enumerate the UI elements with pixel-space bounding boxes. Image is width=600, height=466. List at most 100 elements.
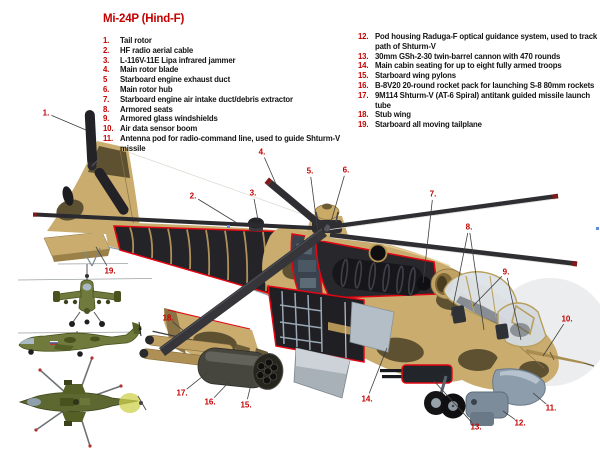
legend-item-number: 3. xyxy=(103,55,110,65)
legend-item: 3. L-116V-11E Lipa infrared jammer xyxy=(103,56,355,66)
legend-item-text: Main rotor hub xyxy=(120,84,173,94)
callout-8: 8. xyxy=(465,222,473,232)
legend-item-number: 11. xyxy=(103,133,113,143)
blue-marker xyxy=(596,227,599,230)
callout-5: 5. xyxy=(306,166,314,176)
legend-item: 9. Armored glass windshields xyxy=(103,114,355,124)
tailplane xyxy=(43,231,111,267)
callout-12: 12. xyxy=(514,418,526,428)
callout-14: 14. xyxy=(361,394,373,404)
legend-item-text: Starboard all moving tailplane xyxy=(375,120,482,130)
engine-exhaust-duct xyxy=(368,243,388,263)
legend-item: 18. Stub wing xyxy=(358,110,598,120)
legend-item-number: 15. xyxy=(358,71,369,81)
legend-item-number: 10. xyxy=(103,124,114,134)
page-title: Mi-24P (Hind-F) xyxy=(103,13,185,25)
legend-right: 12. Pod housing Raduga-F optical guidanc… xyxy=(358,32,598,130)
callout-16: 16. xyxy=(204,397,216,407)
pilot-seat xyxy=(451,305,467,324)
legend-item-text: Air data sensor boom xyxy=(120,124,198,134)
legend-item: 8. Armored seats xyxy=(103,105,355,115)
blue-marker xyxy=(227,225,230,228)
legend-item: 6. Main rotor hub xyxy=(103,85,355,95)
legend-item: 11. Antenna pod for radio-command line, … xyxy=(103,134,355,154)
legend-left: 1. Tail rotor 2. HF radio aerial cable 3… xyxy=(103,36,355,154)
legend-item-text: Main rotor blade xyxy=(120,65,179,75)
gunner-seat xyxy=(495,323,509,340)
legend-item: 10. Air data sensor boom xyxy=(103,124,355,134)
callout-7: 7. xyxy=(429,189,437,199)
legend-item-number: 16. xyxy=(358,80,369,90)
callout-1: 1. xyxy=(42,108,50,118)
legend-item-text: 9M114 Shturm-V (AT-6 Spiral) antitank gu… xyxy=(375,90,590,110)
legend-item-text: B-8V20 20-round rocket pack for launchin… xyxy=(375,80,595,90)
legend-item-number: 8. xyxy=(103,104,110,114)
legend-item: 14. Main cabin seating for up to eight f… xyxy=(358,61,598,71)
legend-item-number: 13. xyxy=(358,51,369,61)
legend-item-number: 4. xyxy=(103,65,110,75)
tail-rotor xyxy=(62,110,129,215)
legend-item: 15. Starboard wing pylons xyxy=(358,71,598,81)
side-view-thumbnail xyxy=(17,321,142,357)
legend-item: 4. Main rotor blade xyxy=(103,65,355,75)
callout-6: 6. xyxy=(342,165,350,175)
legend-item-text: Starboard engine air intake duct/debris … xyxy=(120,94,293,104)
cockpit-canopies xyxy=(443,271,547,348)
front-view-thumbnail xyxy=(17,263,153,327)
callout-11: 11. xyxy=(545,403,557,413)
legend-item-text: Main cabin seating for up to eight fully… xyxy=(375,61,562,71)
legend-item-text: Armored seats xyxy=(120,104,173,114)
callout-13: 13. xyxy=(470,422,482,432)
air-data-boom xyxy=(526,349,595,367)
legend-item-number: 12. xyxy=(358,32,369,41)
legend-item: 16. B-8V20 20-round rocket pack for laun… xyxy=(358,81,598,91)
legend-item-number: 9. xyxy=(103,114,110,124)
callout-15: 15. xyxy=(240,400,252,410)
rocket-pack xyxy=(197,347,284,390)
guidance-pod xyxy=(465,391,509,426)
legend-item-text: Starboard wing pylons xyxy=(375,71,456,81)
cabin-cutaway xyxy=(267,285,365,363)
legend-item-number: 18. xyxy=(358,110,369,120)
landing-gear xyxy=(424,375,466,419)
leader-lines xyxy=(51,114,565,423)
cabin-ramp xyxy=(293,347,351,399)
legend-item: 17. 9M114 Shturm-V (AT-6 Spiral) antitan… xyxy=(358,91,598,111)
legend-item: 19. Starboard all moving tailplane xyxy=(358,120,598,130)
legend-item-text: Armored glass windshields xyxy=(120,114,218,124)
legend-item-number: 14. xyxy=(358,61,369,71)
callout-4: 4. xyxy=(258,147,266,157)
legend-item-text: HF radio aerial cable xyxy=(120,45,194,55)
callout-18: 18. xyxy=(162,313,174,323)
windshield-frame xyxy=(511,304,535,336)
main-rotor-blades xyxy=(33,177,578,356)
legend-item-number: 1. xyxy=(103,36,110,45)
legend-item-number: 17. xyxy=(358,90,369,100)
top-view-thumbnail xyxy=(18,356,147,448)
legend-item-text: Stub wing xyxy=(375,110,411,120)
legend-item: 2. HF radio aerial cable xyxy=(103,46,355,56)
legend-item: 5 Starboard engine exhaust duct xyxy=(103,75,355,85)
cabin-door-flap xyxy=(349,301,395,353)
legend-item-number: 5 xyxy=(103,75,108,85)
callout-19: 19. xyxy=(104,266,116,276)
legend-item-text: L-116V-11E Lipa infrared jammer xyxy=(120,55,236,65)
legend-item-text: Antenna pod for radio-command line, used… xyxy=(120,133,341,153)
legend-item-number: 2. xyxy=(103,45,110,55)
legend-item-text: 30mm GSh-2-30 twin-barrel cannon with 47… xyxy=(375,51,561,61)
legend-item-number: 7. xyxy=(103,94,110,104)
legend-item: 7. Starboard engine air intake duct/debr… xyxy=(103,95,355,105)
callout-3: 3. xyxy=(249,188,257,198)
legend-item: 13. 30mm GSh-2-30 twin-barrel cannon wit… xyxy=(358,52,598,62)
legend-item: 1. Tail rotor xyxy=(103,36,355,46)
callout-10: 10. xyxy=(561,314,573,324)
legend-item-text: Pod housing Raduga-F optical guidance sy… xyxy=(375,32,598,51)
callout-9: 9. xyxy=(502,267,510,277)
legend-item-text: Starboard engine exhaust duct xyxy=(120,75,231,85)
legend-item-number: 6. xyxy=(103,84,110,94)
legend-item-number: 19. xyxy=(358,120,369,130)
callout-2: 2. xyxy=(189,191,197,201)
callout-17: 17. xyxy=(176,388,188,398)
